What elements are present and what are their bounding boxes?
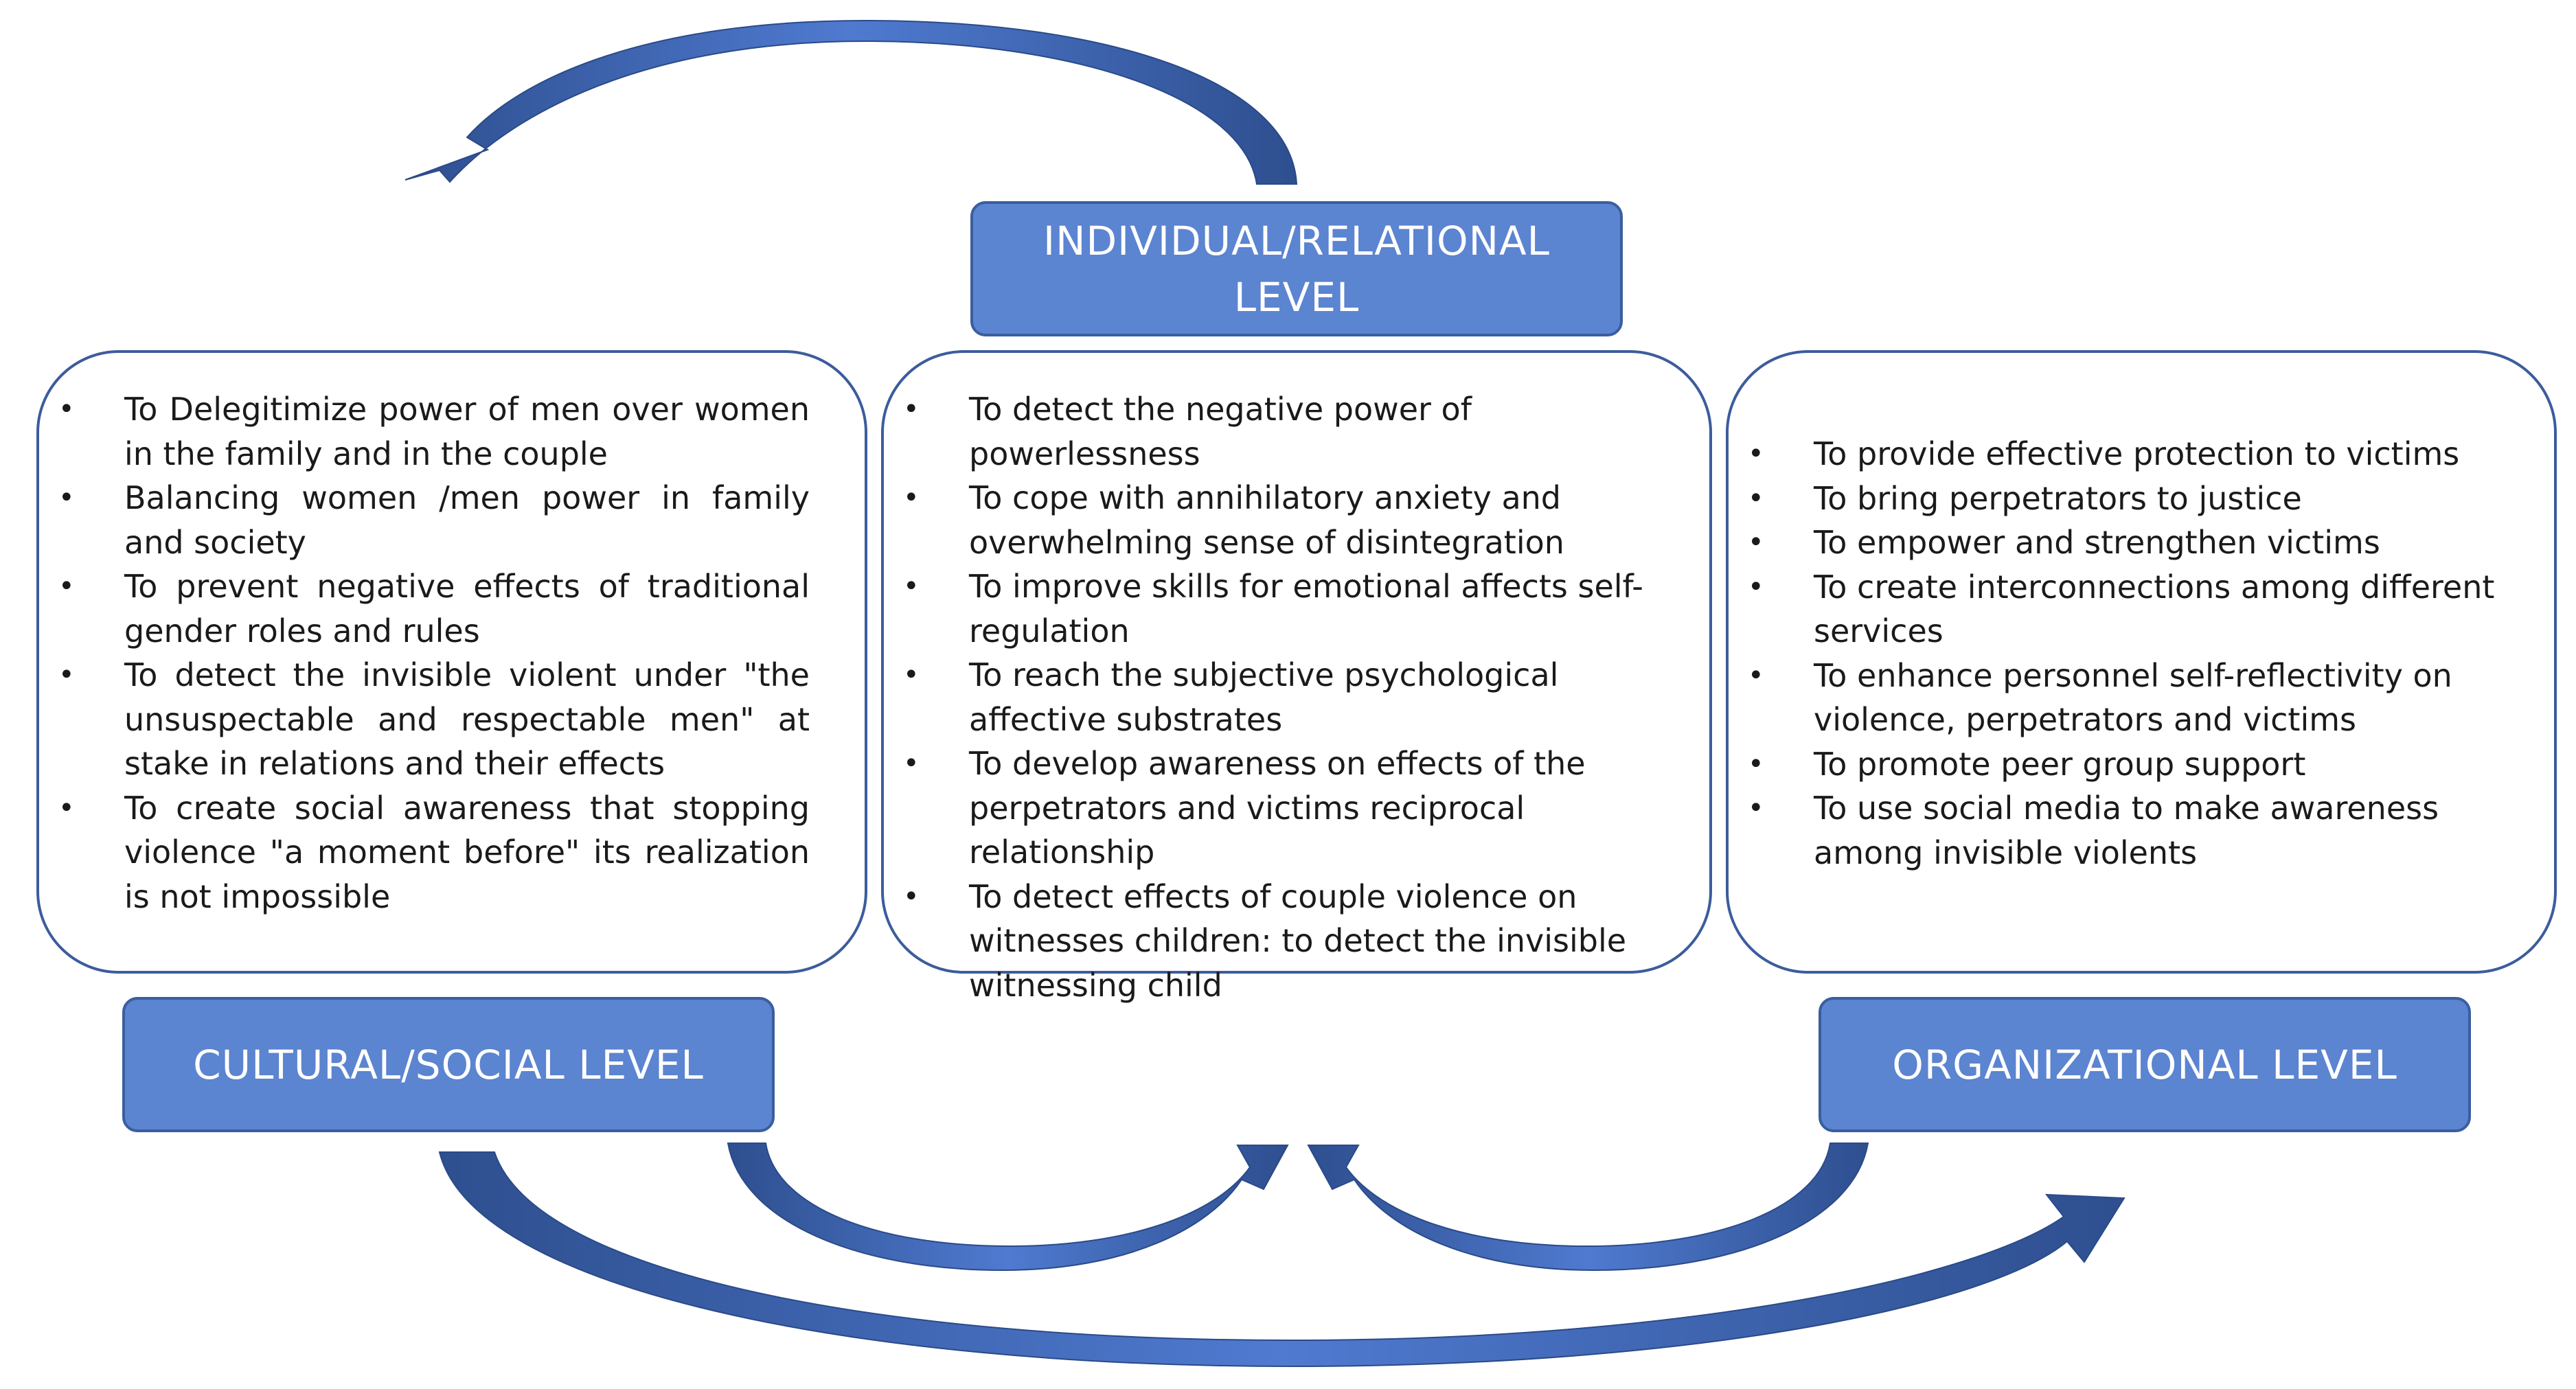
bullet-icon: • [1748,482,1764,514]
bullet-icon: • [903,659,920,691]
bullet-icon: • [58,792,75,824]
list-item: • To improve skills for emotional affects… [884,564,1689,653]
list-item: • To use social media to make awareness a… [1729,786,2533,875]
individual-relational-goals-panel: • To detect the negative power of powerle… [881,350,1712,1004]
list-item-text: To improve skills for emotional affects … [969,568,1643,650]
list-item-text: To bring perpetrators to justice [1814,479,2302,517]
list-item: • To develop awareness on effects of the … [884,742,1689,875]
bullet-icon: • [903,482,920,514]
arrow-cultural-to-individual [727,1143,1289,1272]
list-item-text: To promote peer group support [1814,745,2306,783]
list-item: • To empower and strengthen victims [1729,520,2533,565]
list-item-text: To Delegitimize power of men over women … [124,391,810,472]
list-item: • To Delegitimize power of men over women… [39,387,810,476]
list-item: • To cope with annihilatory anxiety and o… [884,476,1689,564]
list-item: • To detect the negative power of powerle… [884,387,1689,476]
list-item: • To detect the invisible violent under "… [39,653,810,786]
list-item: • To promote peer group support [1729,742,2533,787]
cultural-social-level-box: CULTURAL/SOCIAL LEVEL [122,997,775,1132]
bullet-icon: • [1748,659,1764,691]
list-item-text: To create interconnections among differe… [1814,568,2495,650]
bullet-icon: • [903,571,920,602]
list-item-text: To detect the negative power of powerles… [969,391,1472,472]
individual-goals-list: • To detect the negative power of powerle… [884,387,1689,1007]
bullet-icon: • [1748,748,1764,780]
list-item: • To reach the subjective psychological a… [884,653,1689,742]
list-item: • To create interconnections among differ… [1729,565,2533,654]
bullet-icon: • [58,571,75,602]
list-item-text: To enhance personnel self-reflectivity o… [1814,656,2452,739]
bullet-icon: • [1748,571,1764,603]
cultural-goals-list: • To Delegitimize power of men over women… [39,387,810,919]
organizational-goals-panel: • To provide effective protection to vict… [1726,350,2557,974]
arrow-cultural-to-organizational [438,1151,2125,1368]
list-item-text: To cope with annihilatory anxiety and ov… [969,479,1564,561]
individual-relational-level-label: INDIVIDUAL/RELATIONAL LEVEL [1042,217,1550,321]
list-item: • To enhance personnel self-reflectivity … [1729,654,2533,742]
bullet-icon: • [1748,438,1764,470]
arrow-individual-to-cultural [404,19,1298,185]
organizational-level-label: ORGANIZATIONAL LEVEL [1892,1041,2397,1088]
bullet-icon: • [903,748,920,779]
bullet-icon: • [58,482,75,514]
list-item: • To prevent negative effects of traditio… [39,564,810,653]
list-item-text: Balancing women /men power in family and… [124,479,810,561]
list-item-text: To use social media to make awareness am… [1814,790,2439,871]
list-item: • To bring perpetrators to justice [1729,477,2533,521]
list-item-text: To empower and strengthen victims [1814,524,2380,561]
list-item-text: To detect effects of couple violence on … [969,877,1627,1004]
bullet-icon: • [903,393,920,425]
arrow-organizational-to-individual [1307,1143,1869,1272]
list-item-text: To detect the invisible violent under "t… [124,656,810,782]
cultural-social-goals-panel: • To Delegitimize power of men over women… [36,350,867,974]
list-item-text: To provide effective protection to victi… [1814,435,2460,472]
list-item: • To create social awareness that stoppin… [39,786,810,919]
bullet-icon: • [1748,792,1764,824]
organizational-goals-list: • To provide effective protection to vict… [1729,432,2533,875]
list-item-text: To create social awareness that stopping… [124,789,810,915]
list-item-text: To develop awareness on effects of the p… [969,745,1586,871]
bullet-icon: • [903,880,920,912]
organizational-level-box: ORGANIZATIONAL LEVEL [1819,997,2471,1132]
list-item-text: To reach the subjective psychological af… [969,656,1559,738]
list-item: • Balancing women /men power in family an… [39,476,810,564]
bullet-icon: • [1748,527,1764,558]
list-item: • To detect effects of couple violence on… [884,875,1689,1008]
bullet-icon: • [58,659,75,691]
list-item: • To provide effective protection to vict… [1729,432,2533,477]
individual-relational-level-box: INDIVIDUAL/RELATIONAL LEVEL [970,201,1623,336]
bullet-icon: • [58,393,75,425]
list-item-text: To prevent negative effects of tradition… [124,568,810,650]
cultural-social-level-label: CULTURAL/SOCIAL LEVEL [193,1041,704,1088]
